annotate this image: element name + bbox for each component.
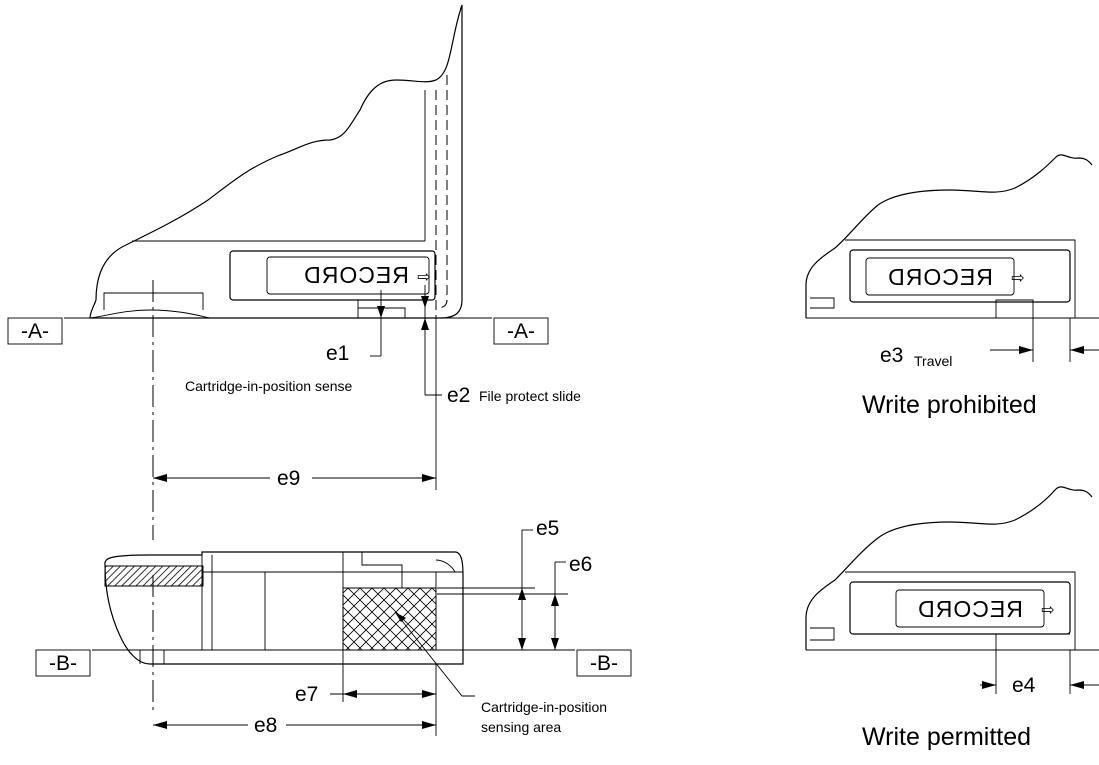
- datum-b-right-box: [576, 649, 632, 677]
- record-label-box: [266, 256, 430, 295]
- dim-e5: e5: [536, 517, 559, 540]
- datum-a-right-box: [493, 317, 549, 345]
- write-permitted-title: Write permitted: [862, 723, 1031, 751]
- dim-e3: e3: [880, 344, 903, 367]
- datum-a-left-box: [7, 317, 63, 345]
- sensing-area-label-1: Cartridge-in-position: [481, 699, 607, 715]
- cartridge-sense-label: Cartridge-in-position sense: [185, 378, 353, 394]
- datum-b-left-box: [35, 649, 91, 677]
- sensing-area-label-2: sensing area: [481, 719, 561, 735]
- hatched-area: [104, 565, 204, 587]
- record-label-prohibited: RECORD: [887, 264, 993, 290]
- side-view: -B- -B- e5 e6 e7 e8 Cartridge-in-positio…: [35, 517, 632, 737]
- dim-e8: e8: [254, 714, 277, 737]
- record-arrow-icon: ⇨: [417, 269, 430, 286]
- file-protect-slide-label: File protect slide: [479, 388, 581, 404]
- top-view-outline: [89, 4, 463, 319]
- sensing-area: [342, 587, 437, 651]
- dim-e9: e9: [277, 467, 300, 490]
- label-recess: [229, 250, 436, 301]
- top-view: RECORD ⇨ -A- -A- e1 e2 File protect slid…: [7, 4, 581, 540]
- dim-e2: e2: [447, 384, 470, 407]
- datum-b-left: -B-: [49, 652, 77, 675]
- dim-e4: e4: [1012, 674, 1036, 697]
- record-label: RECORD: [303, 262, 409, 288]
- write-prohibited-title: Write prohibited: [862, 391, 1037, 419]
- record-arrow-icon-permitted: ⇨: [1041, 602, 1054, 619]
- datum-b-right: -B-: [590, 652, 618, 675]
- record-arrow-icon-prohibited: ⇨: [1011, 270, 1024, 287]
- travel-label: Travel: [914, 353, 952, 369]
- write-prohibited-view: RECORD ⇨ e3 Travel Write prohibited: [805, 154, 1099, 419]
- datum-a-left: -A-: [21, 320, 49, 343]
- dim-e6: e6: [569, 553, 592, 576]
- side-view-outline: [104, 551, 464, 665]
- datum-a-right: -A-: [507, 320, 535, 343]
- write-permitted-view: RECORD ⇨ e4 Write permitted: [805, 486, 1099, 751]
- dim-e7: e7: [295, 683, 318, 706]
- record-label-permitted: RECORD: [917, 596, 1023, 622]
- dim-e1: e1: [326, 342, 349, 365]
